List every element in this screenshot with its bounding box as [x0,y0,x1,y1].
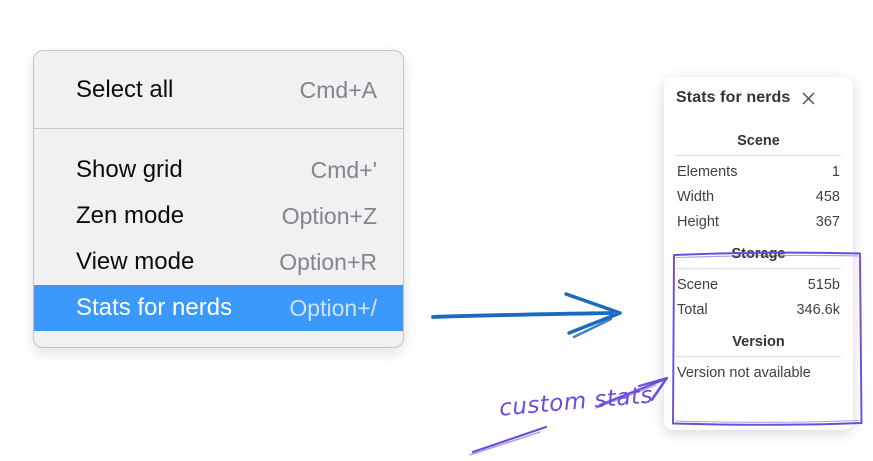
section-divider [676,155,841,156]
stat-row-elements: Elements 1 [676,159,841,184]
stat-label: Width [677,188,715,205]
menu-item-view-mode[interactable]: View mode Option+R [34,239,403,285]
menu-separator [34,128,403,129]
section-title-scene: Scene [737,133,780,149]
stat-row-scene-storage: Scene 515b [676,272,841,297]
menu-item-show-grid[interactable]: Show grid Cmd+' [34,147,403,193]
menu-item-label: Select all [76,76,174,103]
close-icon [802,92,815,104]
stat-value: 458 [815,188,840,205]
stat-row-total-storage: Total 346.6k [676,297,841,322]
custom-stats-annotation: custom stats [498,382,654,422]
close-button[interactable] [798,88,818,108]
section-divider [676,268,841,269]
stat-label: Elements [677,163,738,180]
version-note: Version not available [677,365,811,381]
stats-panel-header: Stats for nerds [676,88,841,108]
stats-panel-title: Stats for nerds [676,89,791,106]
menu-group-2: Show grid Cmd+' Zen mode Option+Z View m… [34,129,403,347]
section-divider [676,356,841,357]
stat-value: 515b [807,276,840,293]
menu-item-shortcut: Option+R [279,248,377,275]
menu-item-label: Zen mode [76,202,185,229]
section-title-storage: Storage [731,246,786,262]
menu-item-shortcut: Cmd+' [310,156,377,183]
menu-item-shortcut: Option+Z [281,202,377,229]
stat-value: 367 [815,213,840,230]
menu-item-shortcut: Cmd+A [299,76,377,103]
menu-item-stats-for-nerds[interactable]: Stats for nerds Option+/ [34,285,403,331]
menu-item-shortcut: Option+/ [289,294,377,321]
menu-item-label: Stats for nerds [76,294,233,321]
stat-label: Total [677,301,708,318]
stat-value: 1 [831,163,840,180]
context-menu: Select all Cmd+A Show grid Cmd+' Zen mod… [33,50,404,348]
stats-for-nerds-panel: Stats for nerds Scene Elements 1 Width 4… [664,77,853,430]
stat-row-height: Height 367 [676,209,841,234]
stat-value: 346.6k [796,301,840,318]
menu-item-label: View mode [76,248,195,275]
section-title-version: Version [732,334,785,350]
menu-item-zen-mode[interactable]: Zen mode Option+Z [34,193,403,239]
flow-arrow-icon [431,292,622,339]
menu-group-1: Select all Cmd+A [34,51,403,128]
stat-label: Height [677,213,719,230]
stat-row-width: Width 458 [676,184,841,209]
menu-item-select-all[interactable]: Select all Cmd+A [34,67,403,113]
stat-label: Scene [677,276,719,293]
menu-item-label: Show grid [76,156,183,183]
